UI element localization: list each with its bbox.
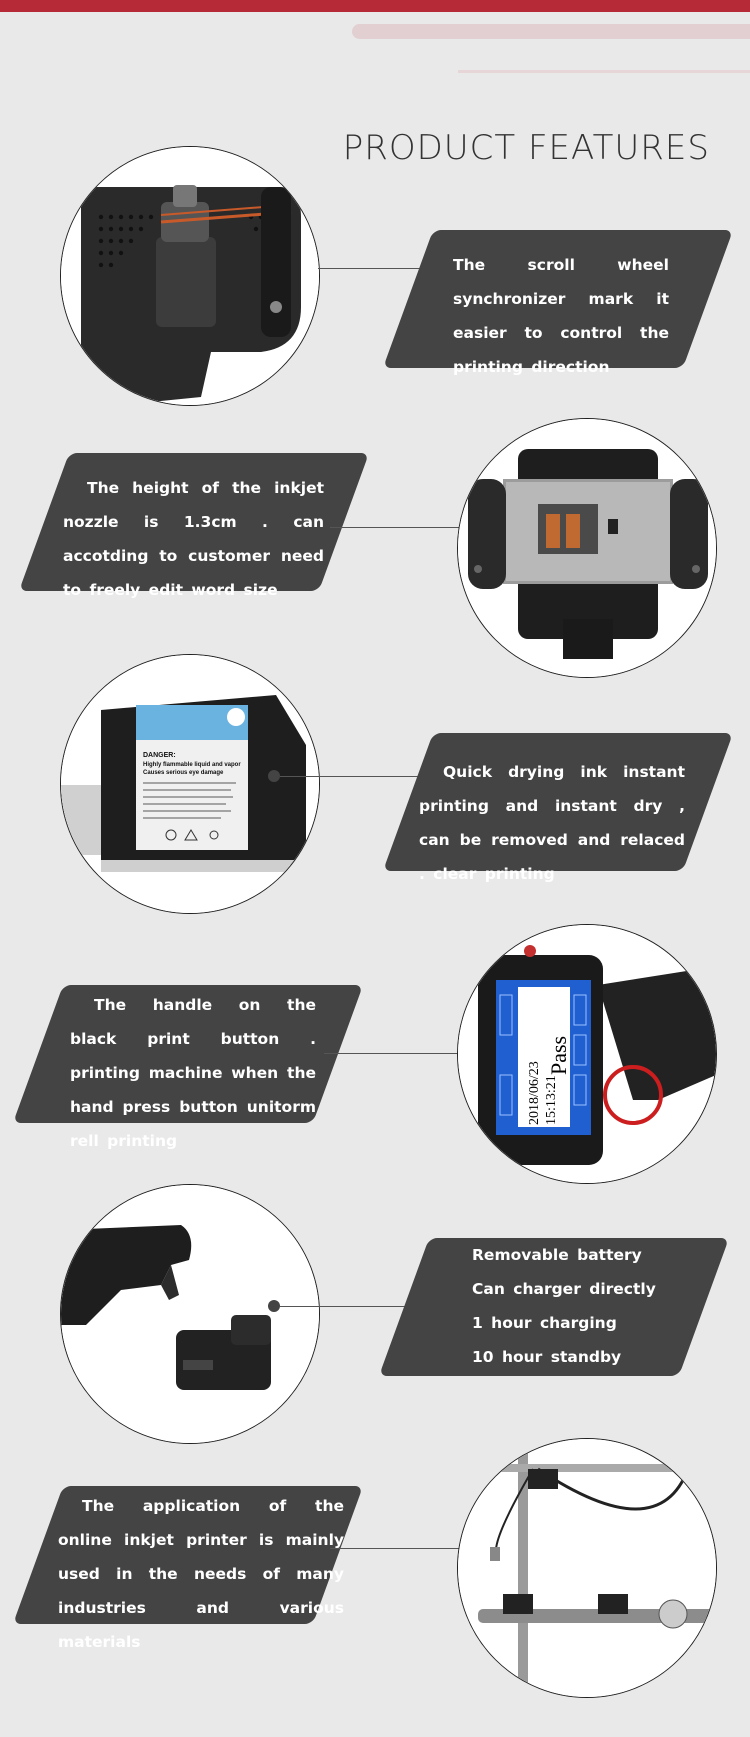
page-title: PRODUCT FEATURES	[342, 128, 710, 168]
connector-line	[330, 527, 530, 528]
feature-line: Can charger directly	[472, 1280, 656, 1298]
cartridge-warning-line2: Causes serious eye damage	[143, 770, 224, 776]
screen-date: 2018/06/23	[527, 1061, 542, 1125]
connector-dot	[268, 770, 280, 782]
online-mount-photo	[457, 1438, 717, 1698]
screen-time: 15:13:21	[544, 1075, 559, 1125]
connector-line	[330, 1548, 526, 1549]
feature-text: The height of the inkjet nozzle is 1.3cm…	[63, 479, 324, 599]
feature-line: 10 hour standby	[472, 1348, 622, 1366]
printer-screen-photo: 2018/06/23 15:13:21 Pass	[457, 924, 717, 1184]
feature-text: The application of the online inkjet pri…	[58, 1497, 344, 1651]
feature-text: The handle on the black print button . p…	[70, 996, 316, 1150]
connector-line	[318, 268, 430, 269]
connector-dot	[268, 1300, 280, 1312]
battery-photo	[60, 1184, 320, 1444]
top-accent-line	[458, 70, 750, 73]
screen-message: Pass	[546, 1036, 571, 1075]
cartridge-warning-line1: Highly flammable liquid and vapor	[143, 762, 241, 768]
feature-line: 1 hour charging	[472, 1314, 617, 1332]
feature-line: Removable battery	[472, 1246, 642, 1264]
connector-line	[324, 1053, 458, 1054]
cartridge-warning-title: DANGER:	[143, 752, 176, 759]
feature-text: Quick drying ink instant printing and in…	[419, 763, 685, 883]
ink-cartridge-photo: DANGER: Highly flammable liquid and vapo…	[60, 654, 320, 914]
top-accent-bar-secondary	[352, 24, 750, 39]
feature-text: The scroll wheel synchronizer mark it ea…	[453, 256, 669, 376]
scroll-wheel-photo	[60, 146, 320, 406]
top-accent-bar	[0, 0, 750, 12]
nozzle-photo	[457, 418, 717, 678]
connector-line	[280, 776, 440, 777]
connector-line	[280, 1306, 430, 1307]
